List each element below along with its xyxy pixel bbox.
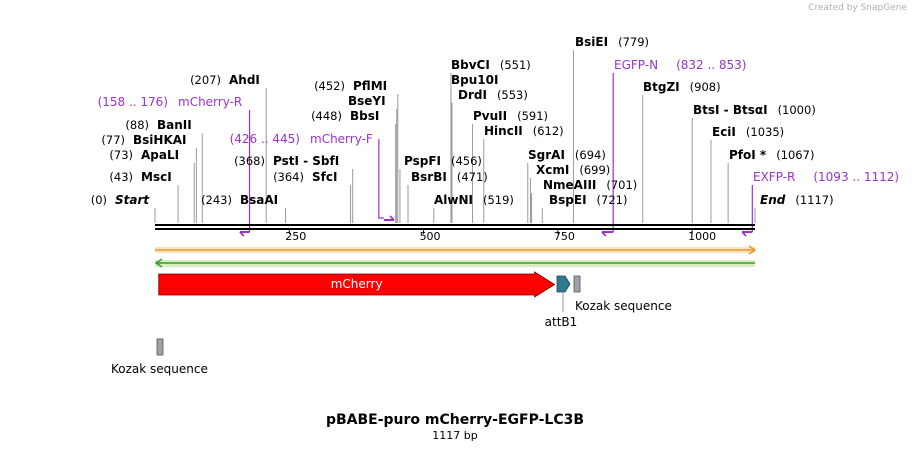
- site-position-drdi: (553): [497, 88, 528, 102]
- reverse-strand-arrow: [154, 258, 163, 268]
- ruler-label-250: 250: [285, 230, 306, 243]
- primer-label-exfp-r[interactable]: EXFP-R: [753, 170, 795, 184]
- site-position-pspfi: (456): [451, 154, 482, 168]
- site-label-ecii[interactable]: EciI: [712, 125, 736, 139]
- primer-arrowhead-exfp-r: [741, 231, 747, 237]
- site-position-bsiei: (779): [618, 35, 649, 49]
- primer-label-mcherry-f[interactable]: mCherry-F: [310, 132, 373, 146]
- site-label-sfci[interactable]: SfcI: [312, 170, 337, 184]
- site-label-bsaai[interactable]: BsaAI: [240, 193, 278, 207]
- site-label-apali[interactable]: ApaLI: [141, 148, 179, 162]
- site-label-end[interactable]: End: [760, 193, 786, 207]
- site-position-sgrai: (694): [575, 148, 606, 162]
- site-label-btsi[interactable]: BtsI - BtsαI: [693, 103, 768, 117]
- site-label-ahdi[interactable]: AhdI: [229, 73, 260, 87]
- feature-kozak1[interactable]: [573, 275, 581, 293]
- site-label-msci[interactable]: MscI: [141, 170, 172, 184]
- site-position-pflmi: (452): [314, 79, 345, 93]
- site-position-pvuii: (591): [517, 109, 548, 123]
- feature-label-kozak2: Kozak sequence: [111, 362, 208, 376]
- site-position-apali: (73): [109, 148, 133, 162]
- site-position-alwni: (519): [483, 193, 514, 207]
- feature-label-attb1: attB1: [545, 315, 578, 329]
- primer-range-egfp-n: (832 .. 853): [676, 58, 746, 72]
- site-position-btgzi: (908): [690, 80, 721, 94]
- forward-strand-arrow: [748, 245, 757, 255]
- site-label-start[interactable]: Start: [115, 193, 150, 207]
- site-label-sgrai[interactable]: SgrAI: [528, 148, 565, 162]
- ruler-label-1000: 1000: [688, 230, 716, 243]
- site-position-bbvci: (551): [500, 58, 531, 72]
- site-position-btsi: (1000): [778, 103, 816, 117]
- primer-range-mcherry-r: (158 .. 176): [98, 95, 168, 109]
- map-title: pBABE-puro mCherry-EGFP-LC3B: [326, 412, 584, 428]
- primer-range-mcherry-f: (426 .. 445): [230, 132, 300, 146]
- site-position-end: (1117): [795, 193, 833, 207]
- ruler-label-750: 750: [554, 230, 575, 243]
- primer-label-egfp-n[interactable]: EGFP-N: [614, 58, 658, 72]
- site-position-bbsi: (448): [311, 109, 342, 123]
- site-position-bsaai: (243): [201, 193, 232, 207]
- site-label-bsihkai[interactable]: BsiHKAI: [133, 133, 187, 147]
- site-label-bsiei[interactable]: BsiEI: [575, 35, 608, 49]
- site-position-xcmi: (699): [579, 163, 610, 177]
- site-position-pfoi: (1067): [776, 148, 814, 162]
- map-length: 1117 bp: [432, 429, 477, 442]
- site-label-hincii[interactable]: HincII: [484, 124, 523, 138]
- site-label-bpu10i[interactable]: Bpu10I: [451, 73, 498, 87]
- site-label-btgzi[interactable]: BtgZI: [643, 80, 680, 94]
- site-label-psti[interactable]: PstI - SbfI: [273, 154, 339, 168]
- snapgene-credit: Created by SnapGene: [808, 3, 907, 13]
- primer-arrowhead-mcherry-f: [389, 215, 395, 221]
- primer-leader-mcherry-f: [378, 139, 384, 219]
- site-label-pspfi[interactable]: PspFI: [404, 154, 441, 168]
- site-label-alwni[interactable]: AlwNI: [434, 193, 473, 207]
- site-label-nmeaiii[interactable]: NmeAIII: [543, 178, 596, 192]
- site-position-banii: (88): [125, 118, 149, 132]
- site-label-pflmi[interactable]: PflMI: [353, 79, 387, 93]
- site-label-pfoi[interactable]: PfoI *: [729, 148, 767, 162]
- primer-range-exfp-r: (1093 .. 1112): [813, 170, 899, 184]
- site-position-ahdi: (207): [190, 73, 221, 87]
- ruler-label-500: 500: [420, 230, 441, 243]
- site-label-bbvci[interactable]: BbvCI: [451, 58, 490, 72]
- site-label-xcmi[interactable]: XcmI: [536, 163, 569, 177]
- site-position-start: (0): [91, 193, 107, 207]
- site-position-bsihkai: (77): [101, 133, 125, 147]
- site-position-bspei: (721): [597, 193, 628, 207]
- site-position-msci: (43): [109, 170, 133, 184]
- site-label-pvuii[interactable]: PvuII: [473, 109, 507, 123]
- site-position-hincii: (612): [533, 124, 564, 138]
- feature-attb1[interactable]: [556, 275, 571, 293]
- site-label-bsrbi[interactable]: BsrBI: [411, 170, 447, 184]
- site-position-bsrbi: (471): [457, 170, 488, 184]
- primer-arrowhead-egfp-n: [601, 231, 607, 237]
- feature-label-kozak1: Kozak sequence: [575, 299, 672, 313]
- site-label-bseyi[interactable]: BseYI: [348, 94, 386, 108]
- site-position-nmeaiii: (701): [606, 178, 637, 192]
- feature-label-mcherry: mCherry: [331, 277, 383, 291]
- site-label-bspei[interactable]: BspEI: [549, 193, 587, 207]
- site-label-bbsi[interactable]: BbsI: [350, 109, 379, 123]
- primer-arrowhead-mcherry-r: [239, 231, 245, 237]
- site-label-drdi[interactable]: DrdI: [458, 88, 487, 102]
- primer-label-mcherry-r[interactable]: mCherry-R: [178, 95, 242, 109]
- site-position-ecii: (1035): [746, 125, 784, 139]
- site-position-sfci: (364): [273, 170, 304, 184]
- feature-mcherry[interactable]: [158, 271, 556, 298]
- site-position-psti: (368): [234, 154, 265, 168]
- feature-kozak2[interactable]: [156, 338, 164, 356]
- site-label-banii[interactable]: BanII: [157, 118, 192, 132]
